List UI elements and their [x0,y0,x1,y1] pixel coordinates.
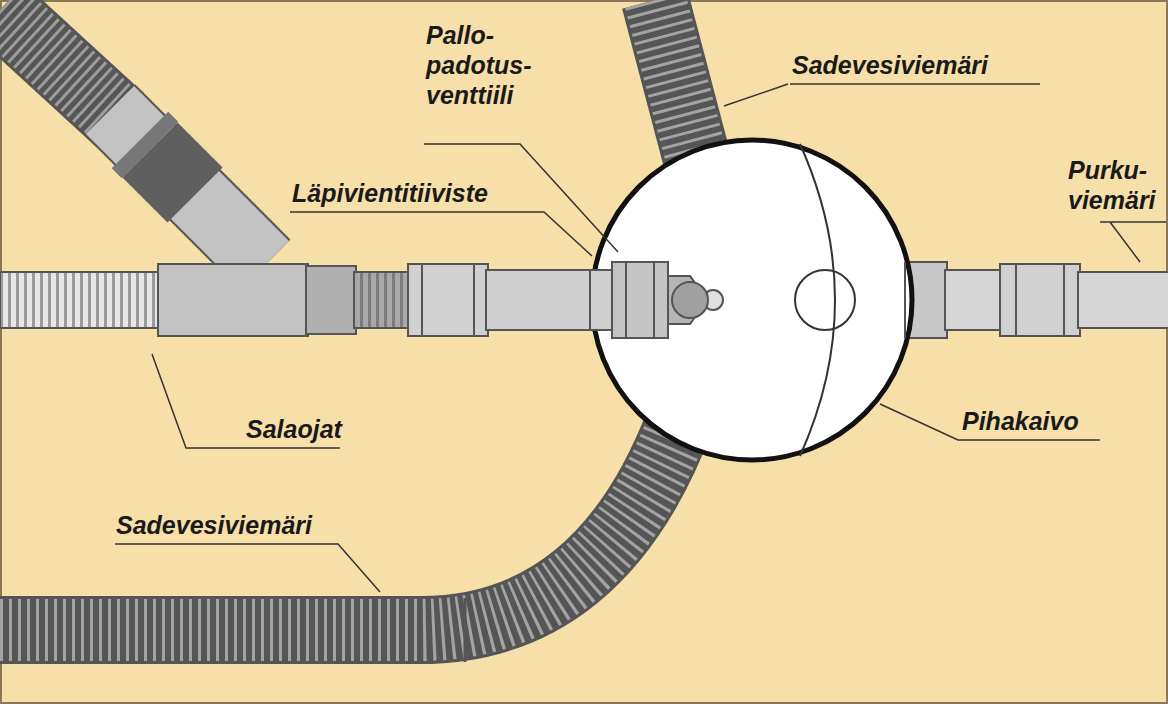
part-label: Pihakaivo [962,406,1122,436]
part-label: Salaojat [246,414,396,444]
part-label: Sadevesiviemäri [792,50,1052,80]
yard-well [590,140,912,460]
part-label: Purku- viemäri [1068,155,1164,215]
outlet-pipe [905,262,1168,338]
part-label: Sadevesiviemäri [116,510,376,540]
branch-pipe [0,10,265,265]
drain-pipe [0,264,606,336]
storm-pipe [0,420,680,662]
leader-lines [115,84,1166,592]
part-label: Läpivientitiiviste [292,178,552,208]
part-label: Pallo- padotus- venttiili [426,20,536,110]
